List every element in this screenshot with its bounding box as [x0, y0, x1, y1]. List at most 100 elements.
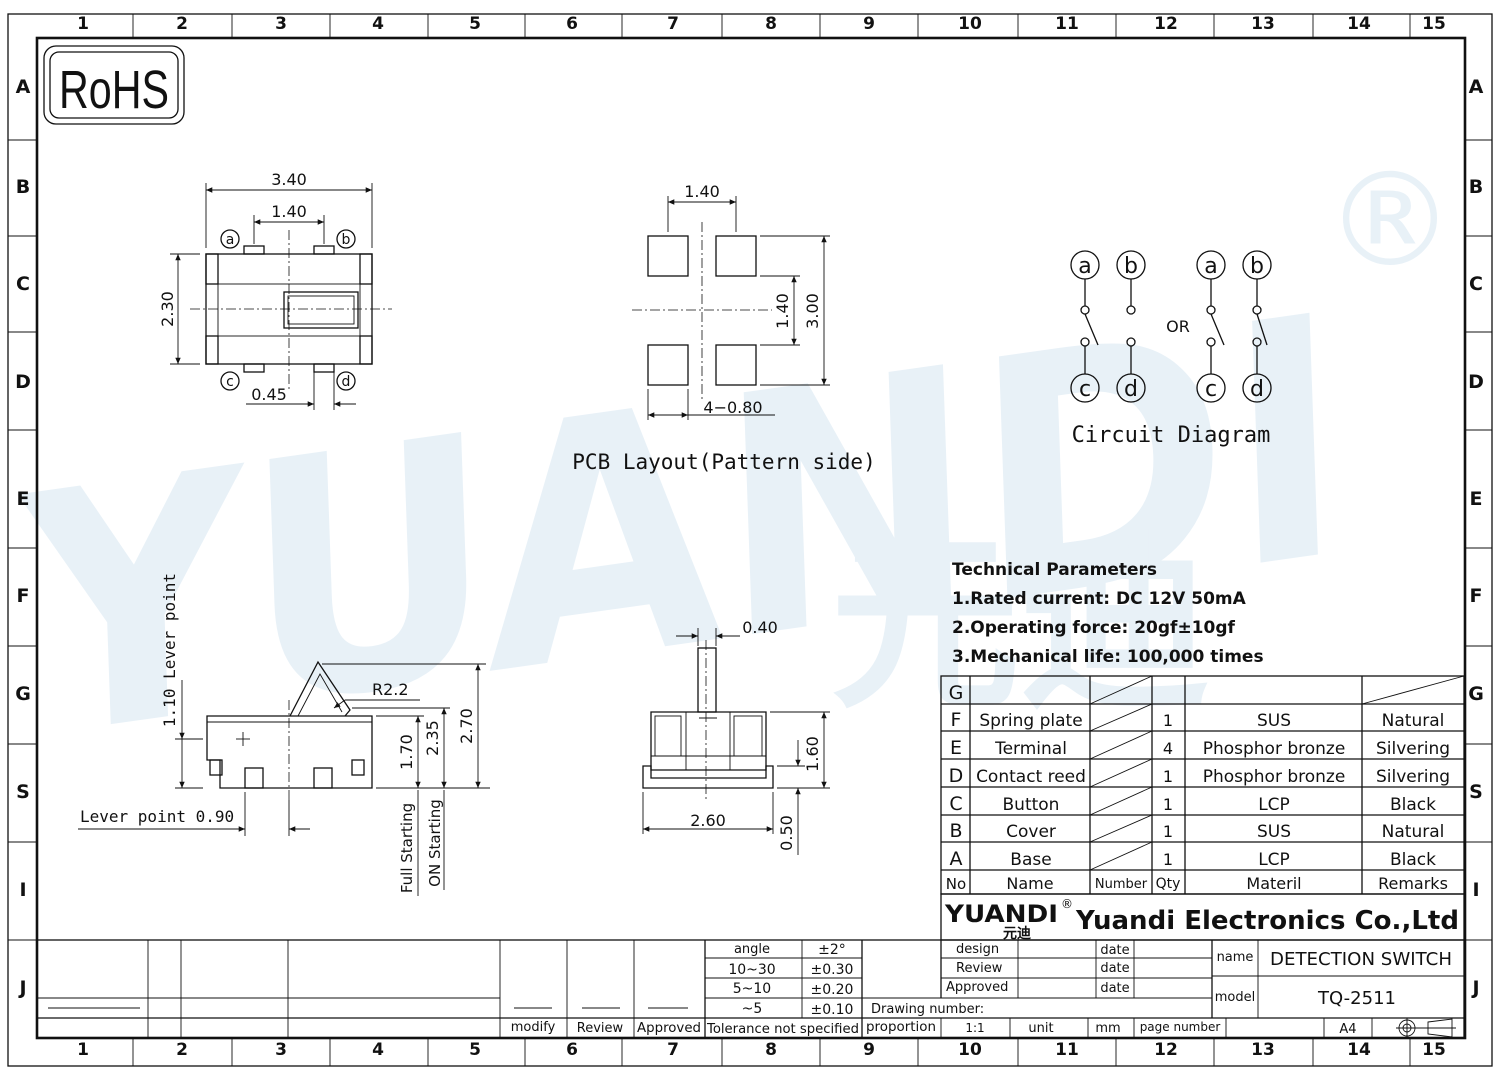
row-label-C: C	[1469, 273, 1483, 295]
bom-cell-remarks: Natural	[1382, 822, 1445, 842]
dim-width: 3.40	[271, 170, 307, 189]
row-label-J: J	[1470, 977, 1479, 999]
revision-modify: modify	[511, 1020, 556, 1035]
column-labels: 1122334455667788991010111112121313141415…	[77, 14, 1446, 1066]
column-label-12: 12	[1154, 1040, 1178, 1060]
dim-radius: R2.2	[372, 680, 409, 699]
column-label-5: 5	[469, 14, 481, 34]
dim-on-starting: 2.35	[423, 720, 442, 756]
pin-label-a: a	[226, 232, 235, 248]
bom-cell-name: Spring plate	[979, 711, 1082, 731]
circuit-or-label: OR	[1166, 317, 1190, 336]
drawing-number-label: Drawing number:	[871, 1002, 984, 1017]
column-label-13: 13	[1251, 1040, 1275, 1060]
pin-label-c: c	[226, 374, 234, 390]
bom-cell-no: A	[950, 848, 963, 870]
company-name: Yuandi Electronics Co.,Ltd	[1075, 906, 1459, 936]
bom-cell-material: LCP	[1258, 850, 1290, 870]
tech-param-2: 2.Operating force: 20gf±10gf	[952, 618, 1236, 638]
row-label-G: G	[15, 683, 31, 705]
bom-cell-no: D	[949, 765, 964, 787]
circuit-pin-a-right: a	[1204, 254, 1217, 279]
column-label-7: 7	[667, 1040, 679, 1060]
column-label-6: 6	[566, 14, 578, 34]
side-view: 1.10 Lever point Lever point 0.90 R2.2 1…	[78, 573, 490, 896]
dim-lever-width: 0.40	[742, 618, 778, 637]
bom-cell-qty: 1	[1163, 711, 1173, 730]
dim-pin-spacing: 1.40	[271, 202, 307, 221]
row-label-I: I	[1472, 879, 1479, 901]
tech-param-1: 1.Rated current: DC 12V 50mA	[952, 589, 1247, 609]
proportion-value: 1:1	[965, 1021, 984, 1035]
projection-symbol-icon	[1396, 1018, 1456, 1038]
column-label-5: 5	[469, 1040, 481, 1060]
bom-cell-name: Base	[1010, 850, 1051, 870]
bom-cell-remarks: Silvering	[1376, 767, 1450, 787]
column-label-11: 11	[1055, 14, 1079, 34]
row-label-F: F	[1470, 585, 1483, 607]
company-logo: YUANDI	[944, 900, 1058, 928]
bom-cell-qty: 1	[1163, 850, 1173, 869]
full-starting-label: Full Starting	[398, 803, 416, 893]
bom-cell-remarks: Natural	[1382, 711, 1445, 731]
bom-cell-name: Button	[1003, 795, 1060, 815]
row-label-E: E	[1470, 488, 1483, 510]
bom-cell-no: F	[951, 709, 962, 731]
pcb-dim-pitch: 1.40	[773, 293, 792, 329]
bom-cell-name: Contact reed	[976, 767, 1086, 787]
sig-approved-date: date	[1100, 981, 1129, 996]
rohs-label: RoHS	[59, 60, 169, 120]
revision-approved: Approved	[637, 1021, 701, 1036]
tol-value-1: ±0.30	[811, 962, 854, 978]
pin-label-b: b	[342, 232, 351, 248]
unit-label: unit	[1028, 1021, 1053, 1036]
bom-cell-material: Phosphor bronze	[1203, 767, 1346, 787]
dim-front-height: 1.60	[803, 736, 822, 772]
circuit-pin-b-right: b	[1250, 254, 1264, 279]
pin-label-d: d	[342, 374, 351, 390]
revision-review: Review	[577, 1021, 624, 1036]
bom-header-name: Name	[1006, 874, 1053, 893]
unit-value: mm	[1095, 1021, 1120, 1036]
bom-cell-remarks: Silvering	[1376, 739, 1450, 759]
column-label-12: 12	[1154, 14, 1178, 34]
row-label-A: A	[1469, 76, 1484, 98]
bom-cell-remarks: Black	[1390, 795, 1436, 815]
name-label: name	[1217, 950, 1254, 965]
dim-front-width: 2.60	[690, 811, 726, 830]
circuit-pin-a-left: a	[1078, 254, 1091, 279]
bom-cell-qty: 1	[1163, 767, 1173, 786]
watermark-chinese: 元迪	[830, 514, 1210, 735]
column-label-6: 6	[566, 1040, 578, 1060]
model-value: TQ-2511	[1317, 988, 1396, 1009]
column-label-10: 10	[958, 14, 982, 34]
proportion-label: proportion	[866, 1020, 936, 1035]
row-label-A: A	[16, 76, 31, 98]
top-view: 3.40 1.40 2.30 0.45 a b c d	[158, 170, 392, 410]
bom-cell-material: SUS	[1257, 822, 1291, 842]
tol-value-0: ±2°	[818, 942, 846, 958]
watermark-registered-icon: ®	[1325, 144, 1455, 296]
bom-cell-name: Terminal	[994, 739, 1067, 759]
tol-value-3: ±0.10	[811, 1002, 854, 1018]
bom-header-material: Materil	[1246, 874, 1301, 893]
column-label-13: 13	[1251, 14, 1275, 34]
column-label-8: 8	[765, 1040, 777, 1060]
page-number-label: page number	[1140, 1020, 1221, 1034]
tol-range-3: ~5	[742, 1001, 763, 1017]
column-label-15: 15	[1422, 1040, 1446, 1060]
circuit-title: Circuit Diagram	[1072, 423, 1271, 448]
sig-design: design	[956, 942, 999, 957]
column-label-9: 9	[863, 1040, 875, 1060]
pcb-dim-pads: 4−0.80	[703, 398, 762, 417]
row-label-S: S	[16, 781, 30, 803]
row-label-D: D	[15, 371, 31, 393]
lever-point-offset: Lever point 0.90	[80, 807, 234, 826]
bom-header-number: Number	[1095, 877, 1148, 892]
column-label-2: 2	[176, 14, 188, 34]
bom-header-qty: Qty	[1156, 876, 1181, 892]
name-value: DETECTION SWITCH	[1270, 949, 1452, 970]
